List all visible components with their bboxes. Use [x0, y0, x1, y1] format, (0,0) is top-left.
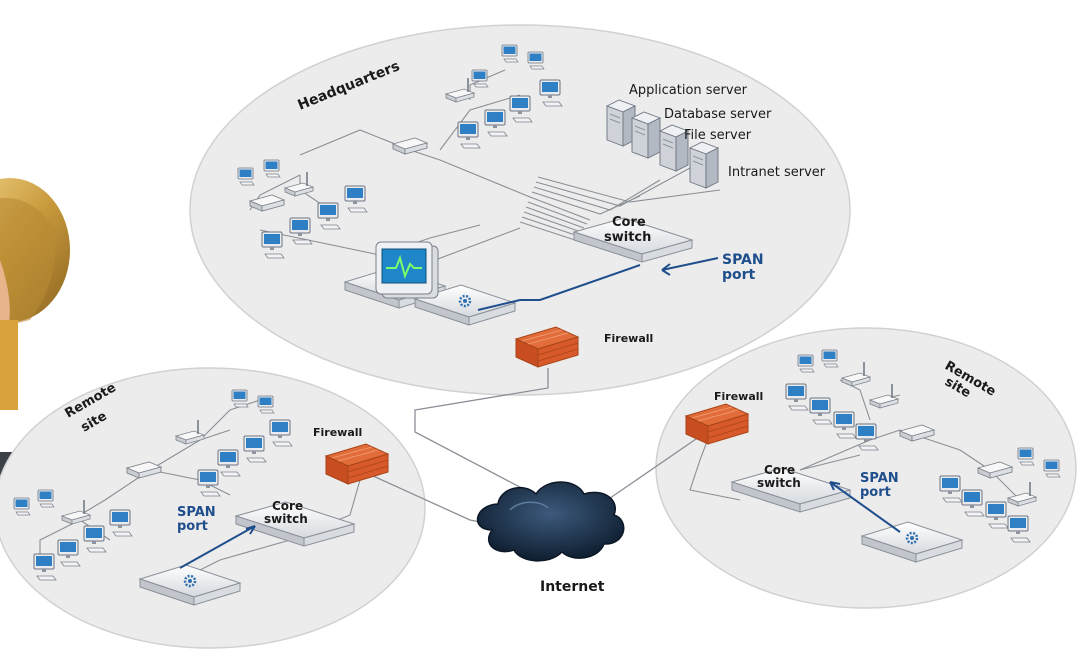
internet-label: Internet: [540, 579, 605, 595]
right-core-label-line1: Core: [764, 463, 795, 477]
right-span-label-line1: SPAN: [860, 471, 899, 486]
application-server-label: Application server: [629, 83, 748, 98]
hq-core-label-line2: switch: [604, 230, 651, 245]
hq-firewall-label: Firewall: [604, 332, 653, 345]
left-core-label-line1: Core: [272, 499, 303, 513]
application-server-icon: [606, 99, 636, 147]
hq-span-label-line1: SPAN: [722, 252, 764, 268]
intranet-server-icon: [689, 141, 719, 189]
left-span-label-line2: port: [177, 519, 208, 534]
remote-site-right: [655, 327, 1077, 609]
headquarters-site: [189, 24, 851, 396]
intranet-server-label: Intranet server: [728, 165, 826, 180]
right-span-link: [829, 481, 901, 533]
database-server-label: Database server: [664, 107, 772, 122]
database-server-icon: [631, 111, 661, 159]
file-server-label: File server: [684, 128, 752, 143]
right-firewall-label: Firewall: [714, 390, 763, 403]
remote-site-left: [0, 367, 426, 649]
left-span-label-line1: SPAN: [177, 505, 216, 520]
monitoring-screen-icon: [375, 241, 439, 299]
right-core-label-line2: switch: [757, 476, 801, 490]
left-core-label-line2: switch: [264, 512, 308, 526]
right-span-label-line2: port: [860, 485, 891, 500]
internet-cloud-icon: [476, 481, 625, 562]
hq-core-label-line1: Core: [612, 215, 646, 230]
left-firewall-label: Firewall: [313, 426, 362, 439]
decorative-figure: [0, 178, 75, 502]
hq-span-label-line2: port: [722, 267, 756, 283]
hq-span-link: [477, 257, 719, 311]
left-span-link: [179, 525, 256, 569]
